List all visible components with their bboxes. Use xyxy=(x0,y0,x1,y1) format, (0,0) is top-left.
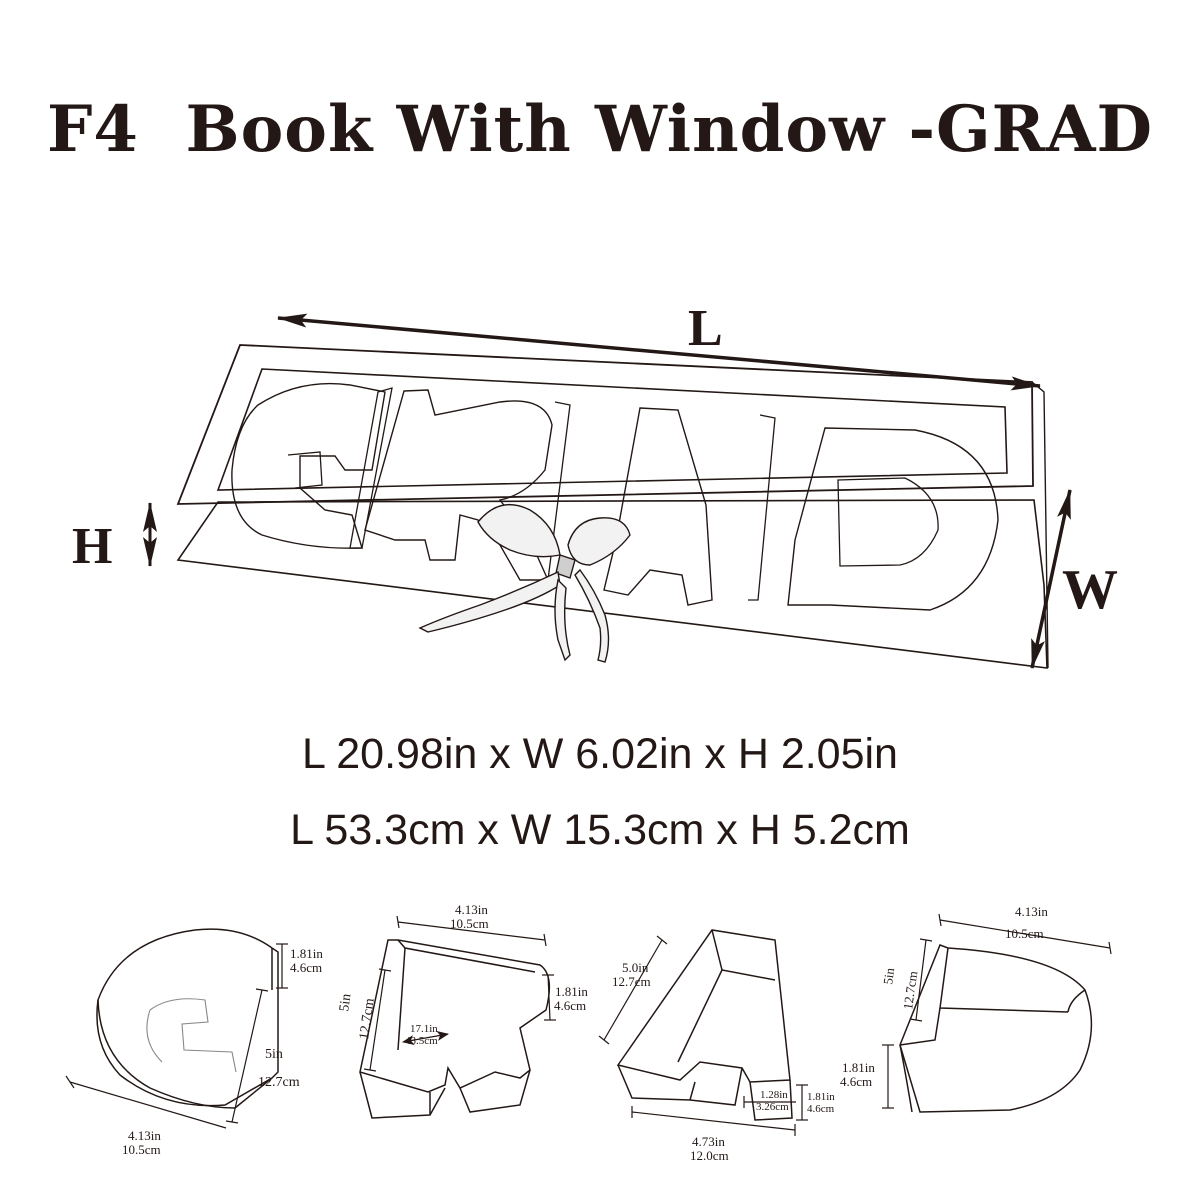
g-height-cm: 12.7cm xyxy=(258,1075,300,1090)
g-depth-in: 1.81in xyxy=(290,946,323,961)
r-height-cm: 12.7cm xyxy=(357,997,378,1040)
r-inner-cm: 43.5cm xyxy=(405,1035,438,1047)
r-depth-cm: 4.6cm xyxy=(554,998,586,1013)
a-depth-cm: 4.6cm xyxy=(807,1103,835,1115)
g-width-cm: 10.5cm xyxy=(122,1142,161,1157)
box-lid xyxy=(176,344,1034,505)
letter-a-detail: 5.0in 12.7cm 4.73in 12.0cm 1.28in 3.26cm… xyxy=(598,929,835,1163)
ribbon-bow xyxy=(418,503,631,663)
d-depth-cm: 4.6cm xyxy=(840,1074,872,1089)
height-label: H xyxy=(72,518,112,575)
g-height-in: 5in xyxy=(265,1047,283,1062)
page-title: F4 Book With Window -GRAD xyxy=(46,92,1154,167)
dimensions-metric: L 53.3cm x W 15.3cm x H 5.2cm xyxy=(290,806,910,854)
letter-d-detail: 4.13in 10.5cm 5in 12.7cm 1.81in 4.6cm xyxy=(840,904,1112,1113)
d-width-in: 4.13in xyxy=(1015,904,1048,919)
box-illustration xyxy=(176,344,1049,669)
a-depth-in: 1.81in xyxy=(807,1091,835,1103)
r-width-cm: 10.5cm xyxy=(450,916,489,931)
a-foot-in: 1.28in xyxy=(760,1089,788,1101)
dimensions-imperial: L 20.98in x W 6.02in x H 2.05in xyxy=(302,730,898,778)
d-width-cm: 10.5cm xyxy=(1005,926,1044,941)
g-width-in: 4.13in xyxy=(128,1128,161,1143)
r-depth-in: 1.81in xyxy=(555,984,588,999)
a-foot-cm: 3.26cm xyxy=(756,1101,789,1113)
a-height-in: 5.0in xyxy=(622,960,649,975)
length-arrow xyxy=(277,313,1041,391)
r-inner-in: 17.1in xyxy=(410,1023,438,1035)
r-height-in: 5in xyxy=(337,993,354,1013)
width-arrow xyxy=(1030,489,1072,669)
d-depth-in: 1.81in xyxy=(842,1060,875,1075)
lid-window xyxy=(216,368,1008,491)
d-height-cm: 12.7cm xyxy=(900,970,920,1010)
letter-a-outline xyxy=(603,407,713,606)
letter-d-outline xyxy=(787,427,999,611)
a-width-cm: 12.0cm xyxy=(690,1148,729,1163)
letter-g-detail: 1.81in 4.6cm 5in 12.7cm 4.13in 10.5cm xyxy=(65,928,323,1157)
d-height-in: 5in xyxy=(880,966,897,985)
a-height-cm: 12.7cm xyxy=(612,974,651,989)
length-label: L xyxy=(688,300,723,357)
r-width-in: 4.13in xyxy=(455,902,488,917)
width-label: W xyxy=(1062,559,1118,621)
letter-r-detail: 4.13in 10.5cm 1.81in 4.6cm 5in 12.7cm 17… xyxy=(337,902,588,1119)
a-width-in: 4.73in xyxy=(692,1134,725,1149)
g-depth-cm: 4.6cm xyxy=(290,960,322,975)
